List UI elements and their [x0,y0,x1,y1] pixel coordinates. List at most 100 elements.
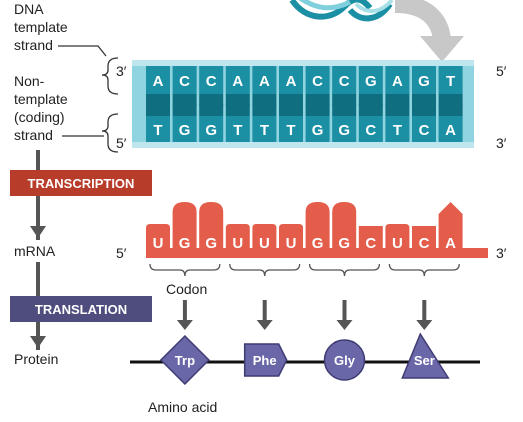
nontemplate-label-line2: template [14,91,68,107]
coding-base: T [146,104,170,142]
codon-arrow-shaft [262,300,267,322]
template-base: C [305,66,330,106]
template-base-letter: C [179,73,190,90]
translation-label: TRANSLATION [35,302,127,317]
coding-base-block [252,116,277,142]
template-base-letter: A [392,73,403,90]
template-base-stem [385,94,410,106]
amino-acid-label: Amino acid [148,399,217,415]
coding-base-letter: T [393,122,402,139]
mrna-base: U [252,224,277,252]
coding-base: G [172,104,197,142]
coding-base-stem [199,104,224,116]
coding-base-stem [412,104,436,116]
amino-acid-name: Gly [334,353,356,368]
template-base-letter: A [286,73,297,90]
dna-band-bottom-edge [132,142,474,148]
mrna-base-letter: A [445,235,456,252]
coding-base-stem [358,104,383,116]
codon-brace-path [149,263,221,277]
template-base-letter: A [153,73,164,90]
template-base-block [358,66,383,94]
template-base-stem [358,94,383,106]
triangle-shape [401,332,450,379]
template-base-block [305,66,330,94]
transcription-box [10,170,152,196]
mrna-base-shape [305,202,330,250]
mrna-base: U [225,224,250,252]
mrna-base-letter: U [259,235,270,252]
template-base-stem [172,94,197,106]
translation-box [10,296,152,322]
template-base: T [438,66,463,106]
coding-base-letter: T [233,122,242,139]
mrna-base-shape [279,224,303,250]
template-base-block [412,66,436,94]
codon-arrow-icon [336,320,353,330]
template-base-letter: C [206,73,217,90]
template-base: C [332,66,357,106]
coding-base-stem [438,104,463,116]
mrna-base-letter: U [153,235,164,252]
coding-base-block [199,116,224,142]
template-base-block [225,66,250,94]
template-base-stem [438,94,463,106]
coding-base-letter: C [419,122,430,139]
dna-helix-icon [289,0,394,22]
coding-base-stem [305,104,330,116]
codon-brace-path [388,263,460,277]
template-base-stem [305,94,330,106]
coding-base-block [146,116,170,142]
template-label-line2: template [14,19,68,35]
coding-brace [101,113,119,153]
coding-base-letter: T [260,122,269,139]
codon-arrow-shaft [342,300,347,322]
translation-arrowhead-icon [30,336,46,348]
template-label-line3: strand [14,37,53,53]
template-base-block [199,66,224,94]
coding-base: T [279,104,303,142]
template-brace [101,57,119,95]
amino-acid-name: Trp [175,353,195,368]
template-base-stem [199,94,224,106]
coding-end-left: 5′ [116,135,127,151]
amino-acid-name: Ser [414,353,435,368]
protein-label: Protein [14,351,58,367]
mrna-base: U [279,224,303,252]
template-base: G [358,66,383,106]
mrna-base: G [199,202,224,252]
template-base-letter: C [312,73,323,90]
mrna-base-letter: G [179,235,191,252]
codon-arrow-shaft [182,300,187,322]
template-base: A [146,66,170,106]
codon-label: Codon [166,281,207,297]
template-base-letter: G [365,73,377,90]
template-base: C [172,66,197,106]
codon-braces [149,263,460,330]
circle-shape [323,339,366,381]
coding-base-stem [146,104,170,116]
coding-base-block [412,116,436,142]
coding-base-block [172,116,197,142]
coding-base-letter: G [312,122,324,139]
template-base: G [412,66,436,106]
template-base-block [385,66,410,94]
mrna-label: mRNA [14,243,56,259]
mrna-base: U [146,224,170,252]
coding-end-right: 3′ [496,135,507,151]
template-base: A [225,66,250,106]
template-base-stem [332,94,357,106]
codon-arrow-shaft [422,300,427,322]
coding-base-stem [225,104,250,116]
mrna-base-shape [358,226,383,250]
coding-base-letter: T [153,122,162,139]
coding-base: T [385,104,410,142]
mrna-base-letter: G [338,235,350,252]
coding-base-letter: G [179,122,191,139]
mrna-base-letter: G [205,235,217,252]
zoom-arrow-icon [394,0,464,62]
template-base-letter: A [259,73,270,90]
codon-brace [308,263,381,330]
